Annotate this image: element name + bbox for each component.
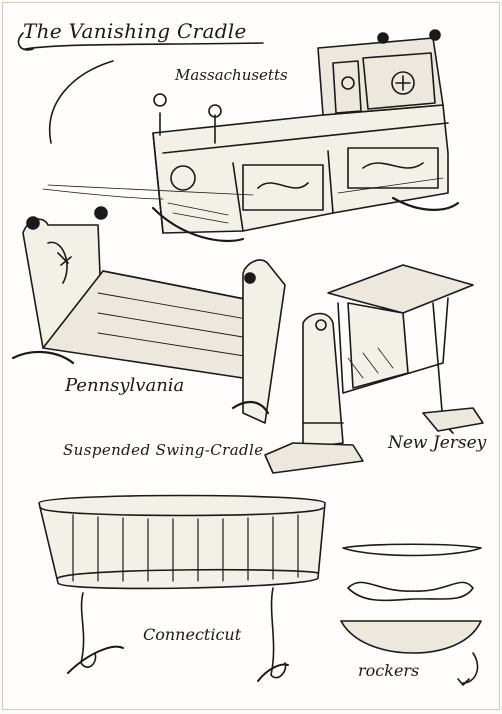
- label-new-jersey: New Jersey: [388, 433, 487, 453]
- swash-line: [48, 60, 114, 144]
- label-rockers: rockers: [358, 661, 420, 680]
- label-suspended-swing-cradle: Suspended Swing-Cradle: [63, 441, 264, 459]
- cradle-drawings: [11, 29, 484, 686]
- connecticut-cradle: [38, 494, 326, 682]
- rocker-samples: [340, 543, 482, 686]
- label-connecticut: Connecticut: [143, 625, 242, 644]
- massachusetts-cradle: [42, 29, 460, 243]
- label-pennsylvania: Pennsylvania: [65, 375, 185, 396]
- swing-cradle: [264, 264, 484, 474]
- page-title: The Vanishing Cradle: [23, 19, 247, 43]
- label-massachusetts: Massachusetts: [175, 66, 288, 84]
- title-flourish: [17, 32, 264, 51]
- pennsylvania-cradle: [11, 206, 286, 424]
